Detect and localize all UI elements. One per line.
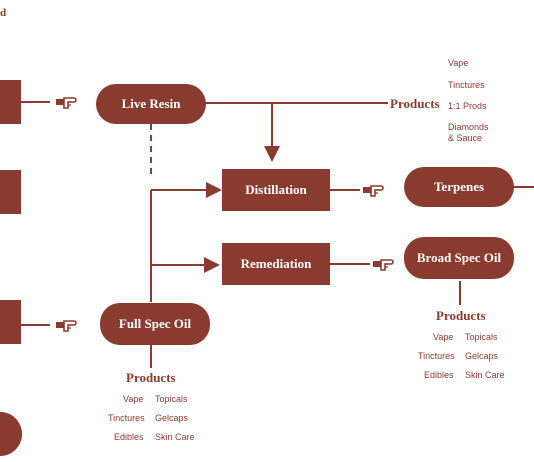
broad-product-left: Tinctures: [418, 351, 455, 361]
top-product-item: Diamonds & Sauce: [448, 122, 489, 143]
node-label: Distillation: [245, 182, 307, 197]
node-full-spec-oil: Full Spec Oil: [100, 303, 210, 345]
full-product-left: Edibles: [114, 432, 144, 442]
pointing-hand-icon: [362, 185, 384, 197]
full-product-left: Vape: [123, 394, 144, 404]
top-product-item: Vape: [448, 58, 469, 68]
full-products-header: Products: [126, 370, 176, 385]
full-product-left: Tinctures: [108, 413, 145, 423]
left-circle-body: [0, 412, 22, 456]
pointing-hand-icon: [372, 259, 394, 271]
full-product-right: Skin Care: [155, 432, 195, 442]
broad-product-left: Edibles: [424, 370, 454, 380]
pointing-hand-icon: [55, 97, 77, 109]
broad-product-right: Gelcaps: [465, 351, 499, 361]
node-terpenes: Terpenes: [404, 167, 514, 207]
top-products-header: Products: [390, 96, 440, 111]
corner-text: d: [0, 7, 7, 19]
broad-product-right: Skin Care: [465, 370, 505, 380]
top-product-item: Tinctures: [448, 80, 485, 90]
node-label: Full Spec Oil: [118, 316, 192, 331]
pointing-hand-icon: [55, 320, 77, 332]
left-box-3: [0, 300, 21, 344]
node-live-resin: Live Resin: [96, 84, 206, 124]
top-product-item: 1:1 Prods: [448, 101, 487, 111]
full-product-right: Gelcaps: [155, 413, 189, 423]
node-label: Live Resin: [121, 96, 181, 111]
node-label: Terpenes: [433, 179, 485, 194]
node-label: Remediation: [240, 256, 312, 271]
broad-product-right: Topicals: [465, 332, 498, 342]
full-product-right: Topicals: [155, 394, 188, 404]
broad-product-left: Vape: [433, 332, 454, 342]
left-box-1: [0, 80, 21, 124]
node-remediation: Remediation: [222, 243, 330, 285]
node-distillation: Distillation: [222, 169, 330, 211]
left-box-2: [0, 170, 21, 214]
node-broad-spec-oil: Broad Spec Oil: [404, 237, 514, 279]
node-label: Broad Spec Oil: [416, 250, 502, 265]
broad-products-header: Products: [436, 308, 486, 323]
